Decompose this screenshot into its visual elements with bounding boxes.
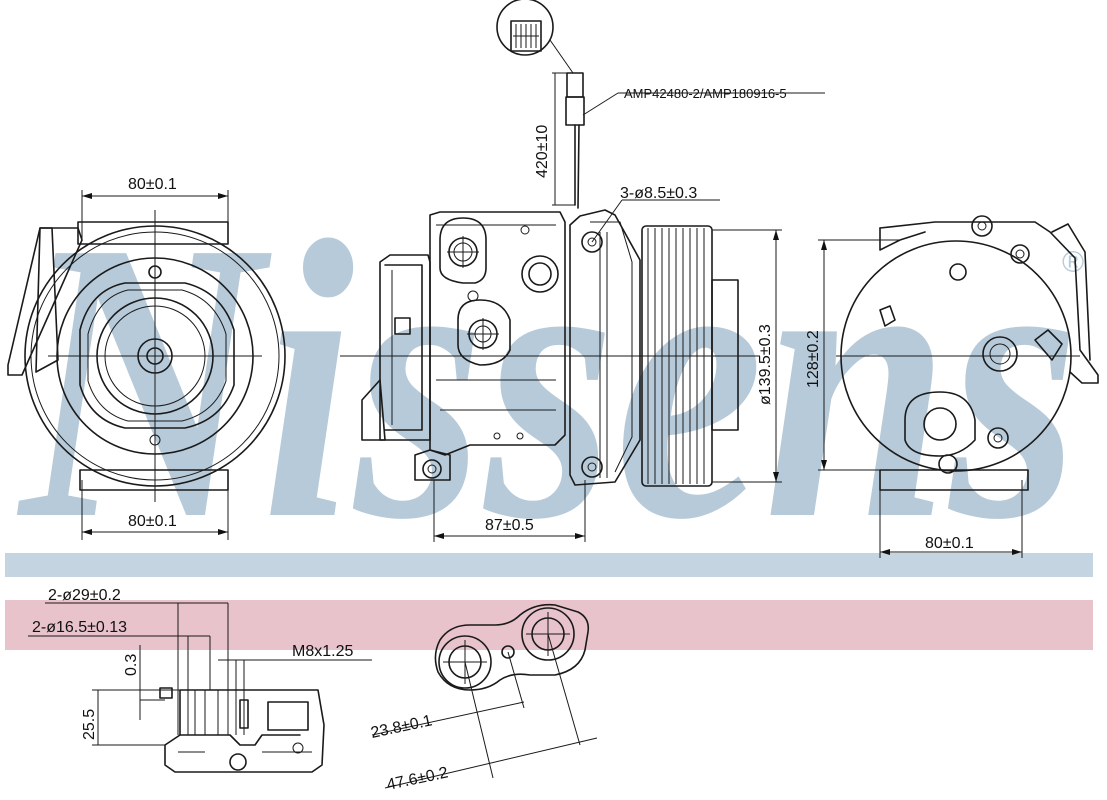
- front-dims: [81, 190, 229, 540]
- mount-holes-label: 3-ø8.5±0.3: [620, 185, 697, 202]
- port-spacing-b-label: 47.6±0.2: [385, 764, 449, 794]
- rear-width-label: 80±0.1: [925, 535, 974, 552]
- recess-depth-label: 0.3: [123, 654, 140, 676]
- thread-label: M8x1.25: [292, 643, 353, 660]
- registered-mark: ®: [1062, 246, 1084, 279]
- pulley-diameter-label: ø139.5±0.3: [757, 324, 774, 405]
- port-inner-diameter-label: 2-ø16.5±0.13: [32, 619, 127, 636]
- port-height-label: 25.5: [81, 709, 98, 740]
- blue-band: [5, 553, 1093, 577]
- port-outer-diameter-label: 2-ø29±0.2: [48, 587, 121, 604]
- rear-view: [836, 215, 1099, 491]
- side-view: [340, 0, 760, 487]
- cable-length-label: 420±10: [534, 125, 551, 178]
- port-spacing-a-label: 23.8±0.1: [369, 712, 433, 742]
- body-length-label: 87±0.5: [485, 517, 534, 534]
- connector-part-label: AMP42480-2/AMP180916-5: [624, 86, 787, 101]
- front-width-bottom-label: 80±0.1: [128, 513, 177, 530]
- front-width-top-label: 80±0.1: [128, 176, 177, 193]
- port-section-view: [159, 660, 325, 773]
- rear-dims: [818, 239, 1023, 558]
- port-flange-view: [434, 603, 590, 691]
- port-section-dims: [28, 602, 372, 746]
- port-flange-dims: [371, 633, 598, 789]
- front-view: [7, 210, 286, 502]
- side-dims: [433, 72, 825, 542]
- rear-height-label: 128±0.2: [805, 330, 822, 388]
